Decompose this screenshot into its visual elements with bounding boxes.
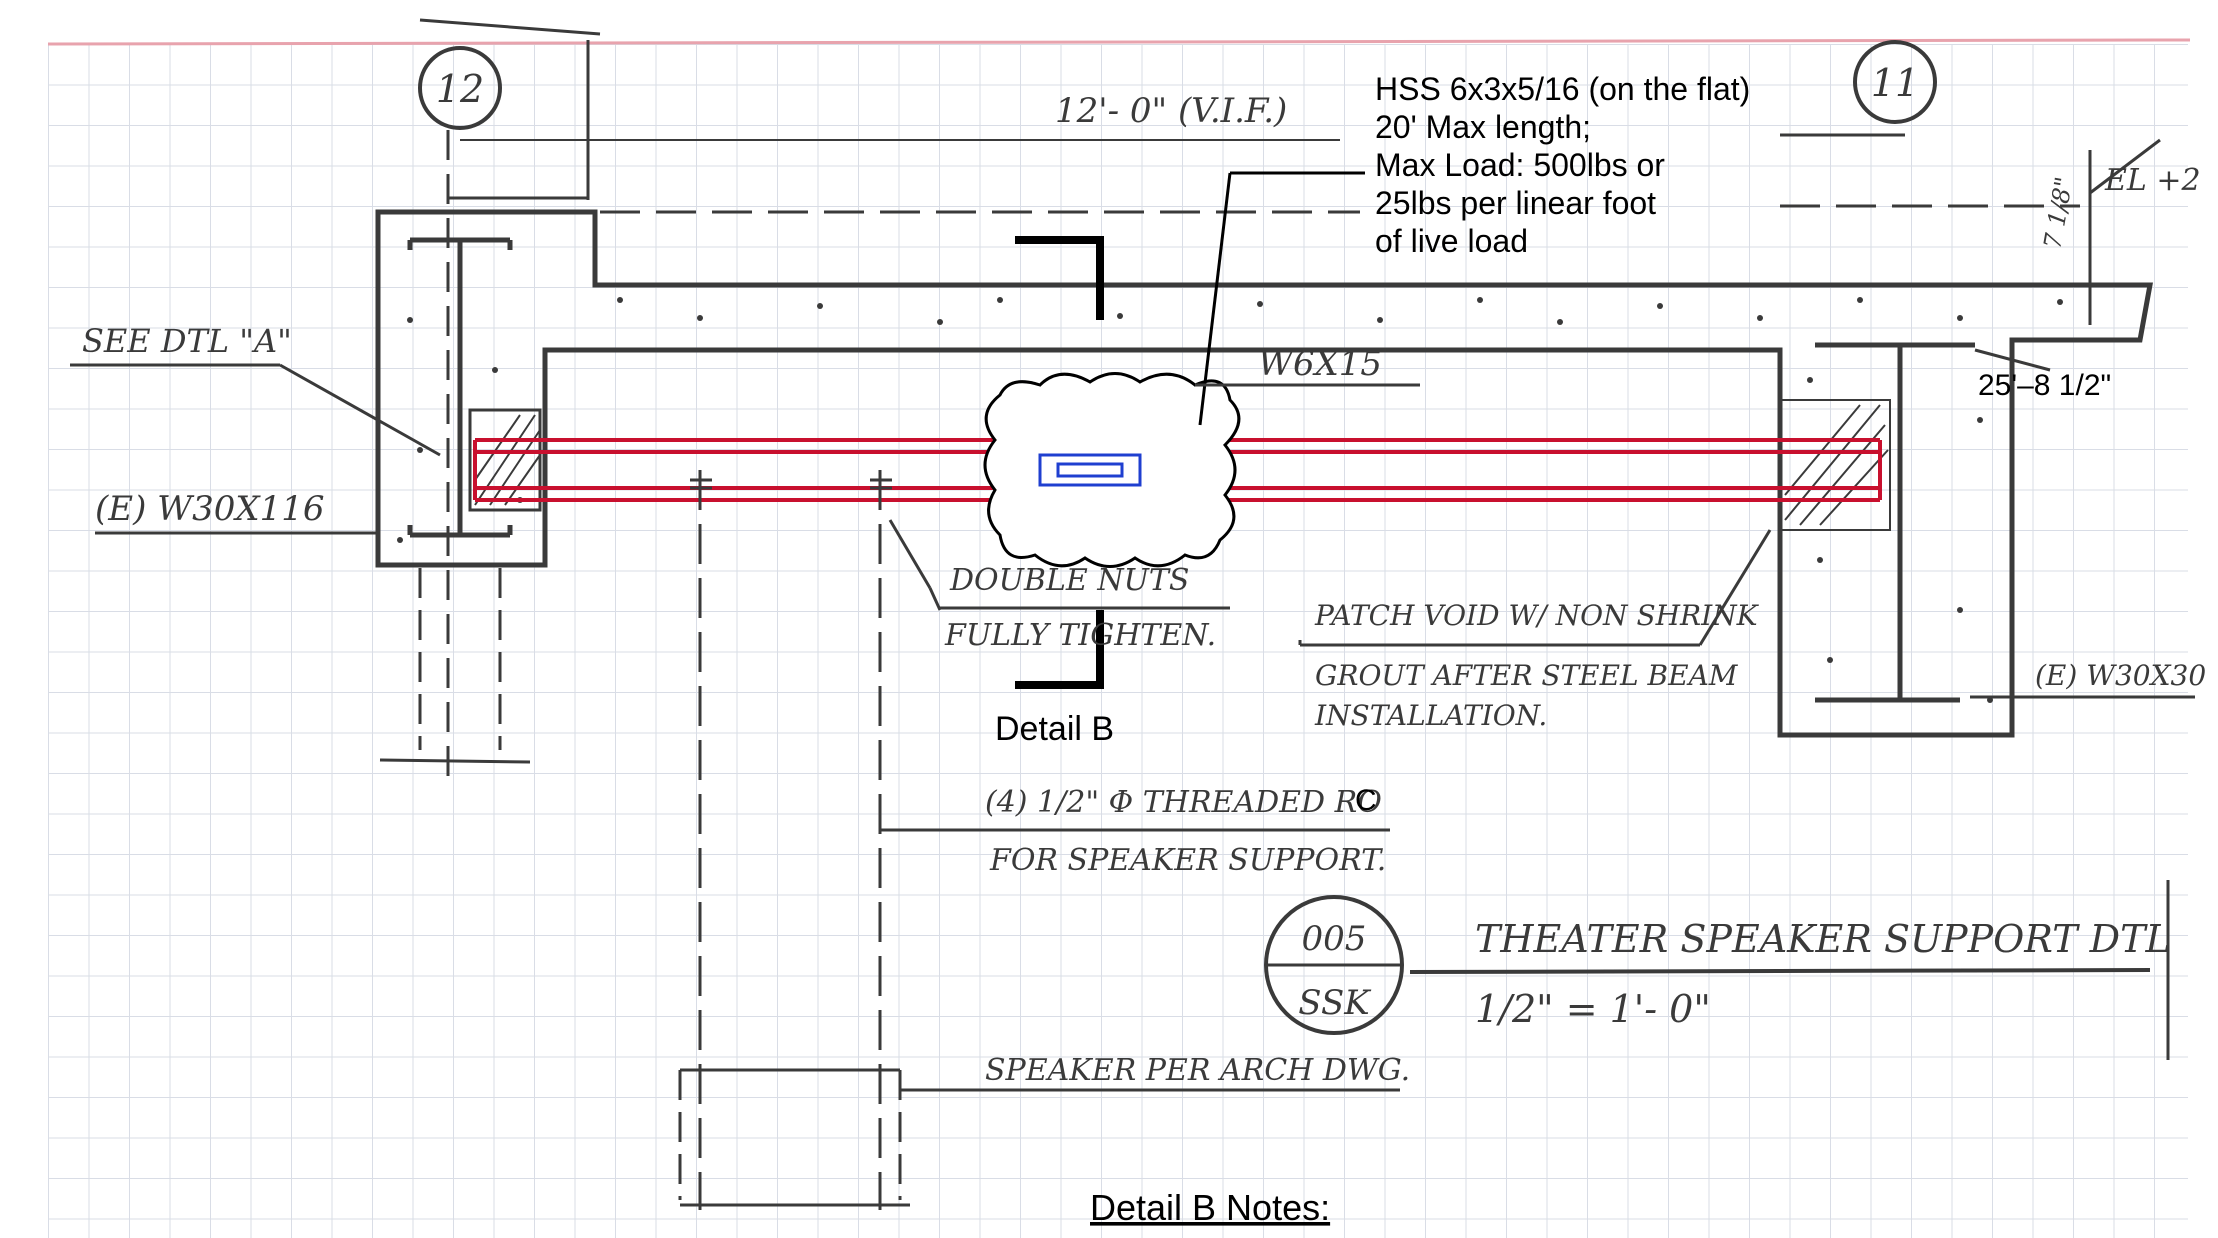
- span-dimension: 12'- 0" (V.I.F.): [1055, 91, 1287, 131]
- threaded-rod-label: (4) 1/2" Φ THREADED RO: [985, 785, 1382, 820]
- detail-b-label: Detail B: [995, 710, 1114, 748]
- w30x116-label: (E) W30X116: [95, 489, 324, 529]
- gridline-12: 12: [418, 18, 601, 780]
- elevation-label: EL +2: [2104, 163, 2201, 198]
- patch-void-label-1: PATCH VOID W/ NON SHRINK: [1314, 599, 1760, 632]
- sheet-number: SSK: [1298, 983, 1372, 1023]
- fully-tighten-label: FULLY TIGHTEN.: [944, 618, 1216, 653]
- existing-beam-right: [1815, 342, 1975, 703]
- hss-note-line-4: 25lbs per linear foot: [1375, 185, 1656, 221]
- hss-note-line-2: 20' Max length;: [1375, 109, 1591, 145]
- detail-b-notes-heading: Detail B Notes:: [1090, 1187, 1330, 1228]
- speaker-outline: [678, 1068, 910, 1207]
- threaded-rod-suffix: C: [1355, 784, 1377, 817]
- see-detail-a-label: SEE DTL "A": [82, 322, 292, 360]
- gridline-11: 11: [1780, 40, 1937, 137]
- double-nuts-label: DOUBLE NUTS: [949, 563, 1189, 598]
- speaker-label: SPEAKER PER ARCH DWG.: [985, 1053, 1410, 1088]
- detail-title: THEATER SPEAKER SUPPORT DTL: [1475, 917, 2171, 961]
- patch-void-label-2: GROUT AFTER STEEL BEAM: [1315, 659, 1739, 692]
- hss-note-line-1: HSS 6x3x5/16 (on the flat): [1375, 71, 1750, 107]
- bottom-dimensions: [379, 568, 531, 764]
- detail-number: 005: [1302, 919, 1367, 959]
- leader-lines: [70, 138, 2195, 1092]
- slab-thickness-label: 7 1/8": [2038, 175, 2078, 251]
- grid-number-12: 12: [436, 67, 484, 111]
- hss-note-line-5: of live load: [1375, 223, 1528, 259]
- threaded-rods: [690, 470, 892, 1210]
- w6x15-label: W6X15: [1258, 344, 1382, 384]
- hss-note-line-3: Max Load: 500lbs or: [1375, 147, 1665, 183]
- concrete-slab-outline: [375, 209, 2153, 738]
- revision-cloud: [983, 372, 1241, 568]
- w30x30-label: (E) W30X30: [2035, 659, 2206, 692]
- section-mark-top: [1015, 236, 1104, 320]
- right-dimension-label: 25'–8 1/2": [1978, 369, 2111, 402]
- border-line: [47, 38, 2191, 46]
- patch-void-label-3: INSTALLATION.: [1314, 699, 1547, 732]
- concrete-stipple: [397, 297, 2063, 703]
- hss-section-outer: [1038, 453, 1142, 487]
- graph-paper-grid: [48, 44, 2188, 1238]
- detail-scale: 1/2" = 1'- 0": [1475, 987, 1711, 1031]
- grid-number-11: 11: [1871, 61, 1919, 105]
- section-mark-bottom: [1015, 610, 1104, 689]
- hss-section-inner: [1056, 462, 1124, 478]
- title-block: 005 SSK THEATER SPEAKER SUPPORT DTL 1/2"…: [1264, 880, 2171, 1060]
- grout-patch-right: [1779, 399, 1891, 531]
- speaker-support-label: FOR SPEAKER SUPPORT.: [989, 843, 1386, 878]
- grout-patch-left: [468, 408, 542, 512]
- existing-beam-left: [407, 237, 513, 538]
